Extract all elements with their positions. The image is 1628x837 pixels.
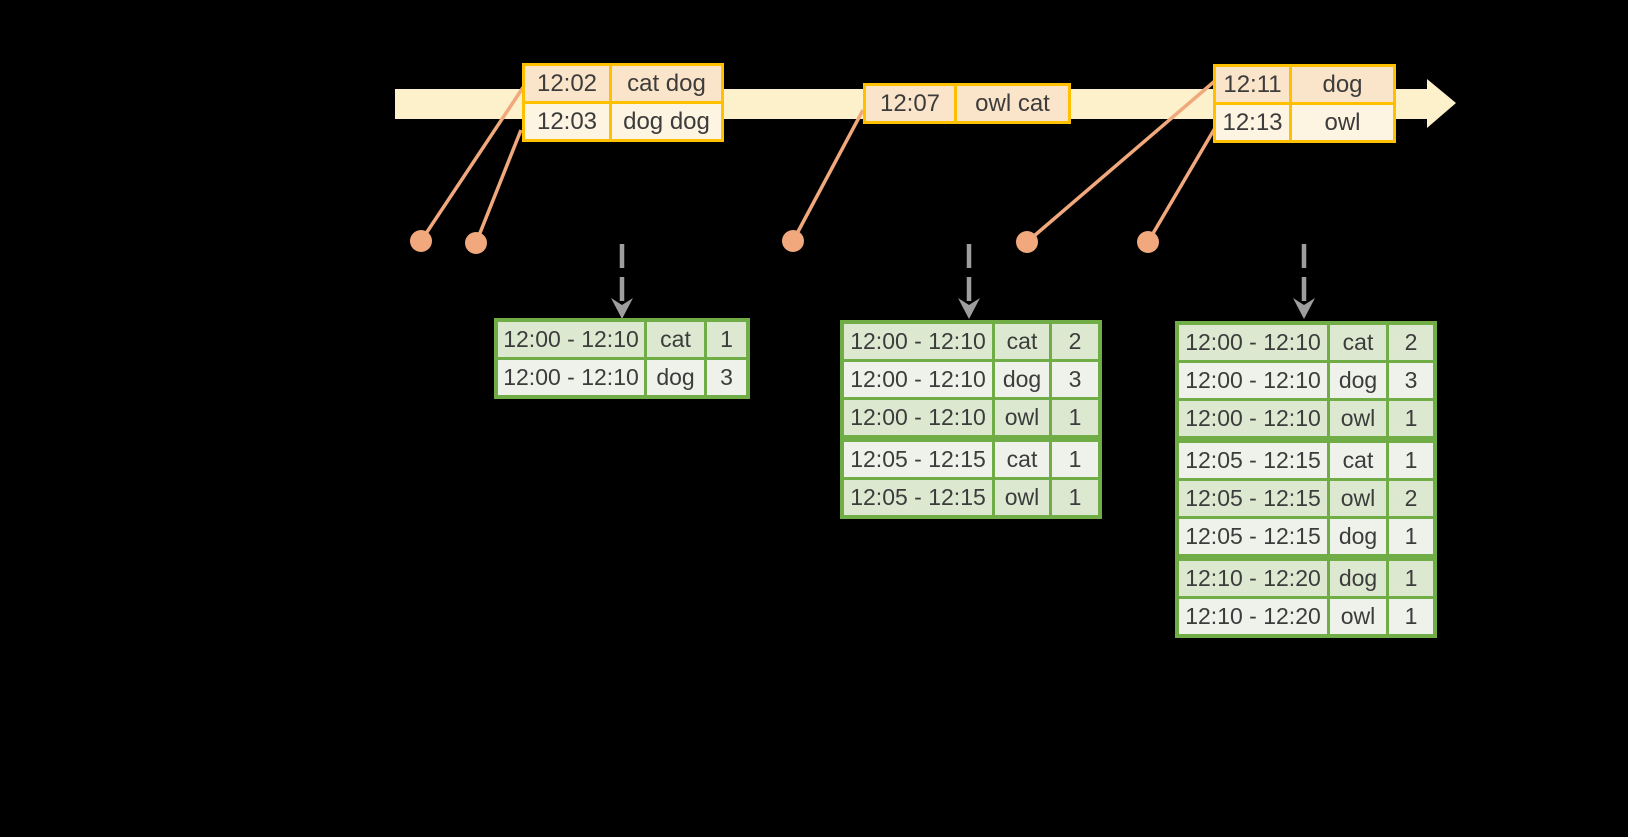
count-cell: 1 — [1052, 400, 1098, 435]
event-words-cell: owl — [1292, 105, 1393, 140]
window-cell: 12:10 - 12:20 — [1179, 561, 1327, 596]
event-connector-line — [1025, 78, 1218, 244]
trigger-arrowhead-icon — [1293, 298, 1315, 319]
word-cell: owl — [995, 400, 1049, 435]
event-connector-line — [419, 85, 526, 242]
event-time-cell: 12:03 — [525, 104, 609, 139]
count-cell: 1 — [1389, 443, 1433, 478]
window-cell: 12:05 - 12:15 — [1179, 519, 1327, 554]
count-cell: 1 — [1052, 480, 1098, 515]
window-cell: 12:00 - 12:10 — [1179, 363, 1327, 398]
count-cell: 3 — [1052, 362, 1098, 397]
trigger-arrowhead-icon — [611, 298, 633, 319]
count-cell: 1 — [1389, 519, 1433, 554]
window-cell: 12:05 - 12:15 — [844, 442, 992, 477]
count-cell: 2 — [1389, 325, 1433, 360]
count-cell: 3 — [1389, 363, 1433, 398]
count-cell: 1 — [1389, 599, 1433, 634]
window-cell: 12:10 - 12:20 — [1179, 599, 1327, 634]
event-connector-line — [474, 129, 523, 244]
window-cell: 12:00 - 12:10 — [498, 360, 644, 395]
window-cell: 12:00 - 12:10 — [1179, 401, 1327, 436]
window-cell: 12:00 - 12:10 — [844, 362, 992, 397]
word-cell: dog — [1330, 363, 1386, 398]
event-words-cell: owl cat — [957, 86, 1068, 121]
event-dot — [1016, 231, 1038, 253]
window-cell: 12:00 - 12:10 — [498, 322, 644, 357]
event-words-cell: dog dog — [612, 104, 721, 139]
event-dot — [782, 230, 804, 252]
event-time-cell: 12:11 — [1216, 67, 1289, 102]
count-cell: 1 — [1389, 401, 1433, 436]
window-cell: 12:05 - 12:15 — [844, 480, 992, 515]
trigger-arrowhead-icon — [958, 298, 980, 319]
event-time-cell: 12:07 — [866, 86, 954, 121]
word-cell: dog — [995, 362, 1049, 397]
word-cell: owl — [995, 480, 1049, 515]
window-cell: 12:00 - 12:10 — [1179, 325, 1327, 360]
timeline-arrowhead-icon — [1427, 79, 1456, 128]
event-time-cell: 12:13 — [1216, 105, 1289, 140]
event-dot — [1137, 231, 1159, 253]
word-cell: cat — [995, 324, 1049, 359]
word-cell: cat — [1330, 443, 1386, 478]
count-cell: 1 — [1389, 561, 1433, 596]
word-cell: cat — [1330, 325, 1386, 360]
event-connector-line — [1146, 127, 1217, 243]
count-cell: 2 — [1052, 324, 1098, 359]
window-cell: 12:00 - 12:10 — [844, 400, 992, 435]
event-time-cell: 12:02 — [525, 66, 609, 101]
word-cell: dog — [1330, 561, 1386, 596]
count-cell: 1 — [1052, 442, 1098, 477]
word-cell: dog — [1330, 519, 1386, 554]
word-cell: cat — [995, 442, 1049, 477]
count-cell: 1 — [707, 322, 746, 357]
word-cell: dog — [647, 360, 704, 395]
word-cell: cat — [647, 322, 704, 357]
event-dot — [410, 230, 432, 252]
event-words-cell: cat dog — [612, 66, 721, 101]
word-cell: owl — [1330, 599, 1386, 634]
event-connector-line — [791, 109, 865, 242]
window-cell: 12:00 - 12:10 — [844, 324, 992, 359]
window-cell: 12:05 - 12:15 — [1179, 443, 1327, 478]
word-cell: owl — [1330, 481, 1386, 516]
event-dot — [465, 232, 487, 254]
word-cell: owl — [1330, 401, 1386, 436]
count-cell: 2 — [1389, 481, 1433, 516]
event-words-cell: dog — [1292, 67, 1393, 102]
count-cell: 3 — [707, 360, 746, 395]
window-cell: 12:05 - 12:15 — [1179, 481, 1327, 516]
